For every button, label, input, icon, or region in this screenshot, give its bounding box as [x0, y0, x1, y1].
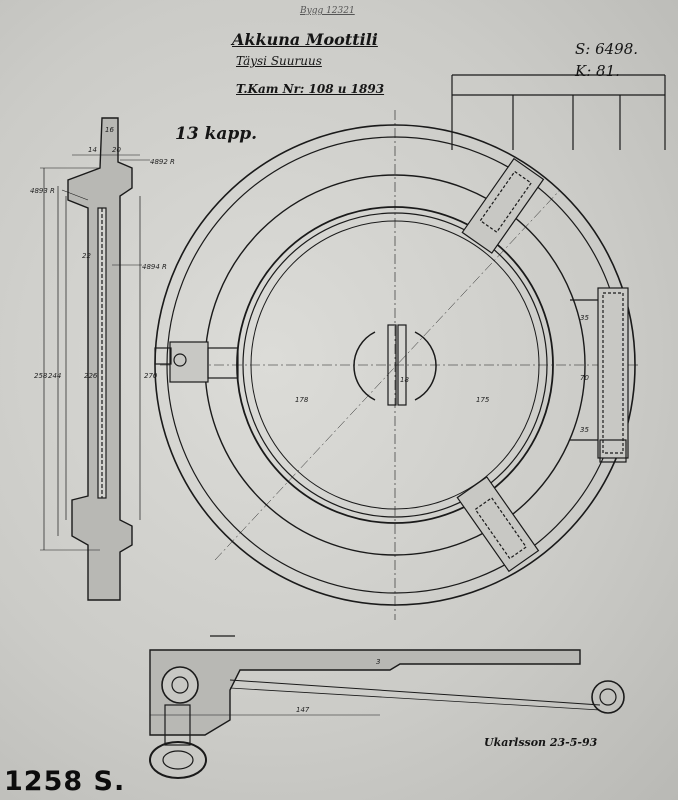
- archive-stamp: 1258 S.: [4, 766, 126, 797]
- dim-70: 70: [580, 374, 589, 382]
- dim-22: 22: [82, 252, 91, 260]
- dim-18: 18: [400, 376, 409, 384]
- dim-20: 20: [112, 146, 121, 154]
- dim-35a: 35: [580, 314, 589, 322]
- dimension-labels: 4892 R 4893 R 4894 R 178 175 147 270 258…: [30, 126, 589, 714]
- title-block-table: [451, 74, 666, 150]
- label-4892: 4892 R: [150, 158, 175, 166]
- signature-date: Ukarlsson 23-5-93: [484, 736, 598, 749]
- dim-16: 16: [105, 126, 114, 134]
- k-number: K: 81.: [575, 62, 620, 80]
- label-4893: 4893 R: [30, 187, 55, 195]
- dim-14: 14: [88, 146, 97, 154]
- bottom-section-view: [149, 635, 625, 779]
- front-view: [154, 110, 640, 620]
- dim-147: 147: [296, 706, 310, 714]
- drawing-reference: T.Kam Nr: 108 u 1893: [236, 82, 385, 96]
- dim-175: 175: [476, 396, 490, 404]
- sheet-number: S: 6498.: [575, 40, 639, 58]
- dim-244: 244: [48, 372, 61, 380]
- dim-178: 178: [295, 396, 309, 404]
- dim-258: 258: [34, 372, 48, 380]
- label-4894: 4894 R: [142, 263, 167, 271]
- side-section-view: [40, 117, 141, 601]
- dim-3: 3: [376, 658, 380, 666]
- drawing-subtitle: Täysi Suuruus: [236, 54, 322, 68]
- dim-226: 226: [84, 372, 98, 380]
- dim-270: 270: [144, 372, 158, 380]
- quantity-label: 13 kapp.: [175, 124, 258, 144]
- dim-35b: 35: [580, 426, 589, 434]
- drawing-title: Akkuna Moottili: [232, 30, 378, 49]
- archive-number: Bygg 12321: [300, 6, 355, 16]
